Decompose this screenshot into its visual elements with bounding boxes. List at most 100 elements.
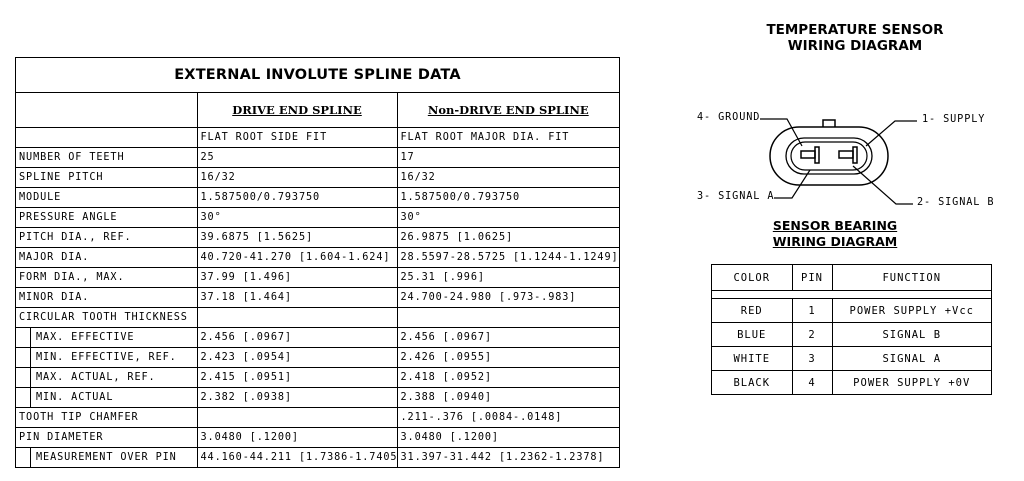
non-drive-end-value <box>396 307 619 328</box>
pin-number: 1 <box>791 298 833 323</box>
indent-marker <box>16 328 31 347</box>
spline-table-title: EXTERNAL INVOLUTE SPLINE DATA <box>16 58 619 93</box>
drive-end-value: 1.587500/0.793750 <box>196 187 398 208</box>
spline-row-label: MAJOR DIA. <box>16 247 198 268</box>
pin-function: POWER SUPPLY +Vcc <box>831 298 991 323</box>
indent-marker <box>16 388 31 407</box>
connector-icon <box>760 118 917 205</box>
bearing-header-row: COLOR PIN FUNCTION <box>712 265 991 291</box>
drive-end-value: 2.423 [.0954] <box>196 347 398 368</box>
wire-color: BLUE <box>712 322 793 347</box>
spline-row-label: MIN. EFFECTIVE, REF. <box>16 347 198 368</box>
connector-inner-ring <box>790 141 868 171</box>
pin-number: 2 <box>791 322 833 347</box>
spline-row-label-text: MIN. EFFECTIVE, REF. <box>36 352 177 363</box>
spline-row-label: CIRCULAR TOOTH THICKNESS <box>16 307 198 328</box>
spline-row-label: PIN DIAMETER <box>16 427 198 448</box>
spline-row-label-text: MAX. ACTUAL, REF. <box>36 372 156 383</box>
spline-row: MIN. ACTUAL 2.382 [.0938]2.388 [.0940] <box>16 387 619 408</box>
spline-row-label: NUMBER OF TEETH <box>16 147 198 168</box>
spline-row-label: MAX. ACTUAL, REF. <box>16 367 198 388</box>
non-drive-end-value: 2.388 [.0940] <box>396 387 619 408</box>
non-drive-end-value: 17 <box>396 147 619 168</box>
spline-row-label: MEASUREMENT OVER PIN <box>16 447 198 467</box>
spline-grid: DRIVE END SPLINE Non-DRIVE END SPLINE FL… <box>16 93 619 467</box>
spline-row-label: SPLINE PITCH <box>16 167 198 188</box>
color-header: COLOR <box>712 265 793 291</box>
pin-3-terminal <box>800 150 816 159</box>
drive-end-value: 3.0480 [.1200] <box>196 427 398 448</box>
connector-housing <box>769 126 889 186</box>
pin-header: PIN <box>791 265 833 291</box>
spline-row: PITCH DIA., REF.39.6875 [1.5625]26.9875 … <box>16 227 619 248</box>
non-drive-end-value: 2.426 [.0955] <box>396 347 619 368</box>
spline-row-label-text: MIN. ACTUAL <box>36 392 114 403</box>
header-separator <box>712 290 991 299</box>
drive-end-value: 40.720-41.270 [1.604-1.624] <box>196 247 398 268</box>
spline-header-blank <box>16 93 198 128</box>
sensor-bearing-title: SENSOR BEARING WIRING DIAGRAM <box>772 218 898 249</box>
connector-latch <box>822 119 836 127</box>
non-drive-end-value: 2.456 [.0967] <box>396 327 619 348</box>
spline-row-label: PITCH DIA., REF. <box>16 227 198 248</box>
spline-row: MAJOR DIA.40.720-41.270 [1.604-1.624]28.… <box>16 247 619 268</box>
temperature-sensor-title: TEMPERATURE SENSOR WIRING DIAGRAM <box>766 22 944 54</box>
non-drive-end-value: 31.397-31.442 [1.2362-1.2378] <box>396 447 619 467</box>
non-drive-end-value: 3.0480 [.1200] <box>396 427 619 448</box>
pin-4-terminal <box>814 146 820 164</box>
drive-end-value: 37.18 [1.464] <box>196 287 398 308</box>
spline-row-label-text: MEASUREMENT OVER PIN <box>36 452 177 463</box>
drive-end-value <box>196 307 398 328</box>
non-drive-end-header: Non-DRIVE END SPLINE <box>396 93 619 128</box>
drive-end-value: 2.382 [.0938] <box>196 387 398 408</box>
non-drive-end-value: 2.418 [.0952] <box>396 367 619 388</box>
signal-a-pin-label: 3- SIGNAL A <box>697 191 775 202</box>
spline-row-label: TOOTH TIP CHAMFER <box>16 407 198 428</box>
spline-row-label: MAX. EFFECTIVE <box>16 327 198 348</box>
non-drive-end-value: 30° <box>396 207 619 228</box>
function-header: FUNCTION <box>831 265 991 291</box>
drive-end-value: 25 <box>196 147 398 168</box>
non-drive-end-value: 16/32 <box>396 167 619 188</box>
drive-end-value: 44.160-44.211 [1.7386-1.7405] <box>196 447 398 467</box>
wire-color: WHITE <box>712 346 793 371</box>
spline-row-label: MIN. ACTUAL <box>16 387 198 408</box>
spline-header-row: DRIVE END SPLINE Non-DRIVE END SPLINE <box>16 93 619 128</box>
non-drive-end-value: FLAT ROOT MAJOR DIA. FIT <box>396 127 619 148</box>
non-drive-end-value: 28.5597-28.5725 [1.1244-1.1249] <box>396 247 619 268</box>
signal-b-leader-line <box>852 165 913 205</box>
indent-marker <box>16 348 31 367</box>
pin-1-terminal <box>852 146 858 164</box>
non-drive-end-value: .211-.376 [.0084-.0148] <box>396 407 619 428</box>
pin-2-terminal <box>838 150 854 159</box>
spline-row-label: PRESSURE ANGLE <box>16 207 198 228</box>
spline-data-table: EXTERNAL INVOLUTE SPLINE DATA DRIVE END … <box>15 57 620 468</box>
spline-row-label: MODULE <box>16 187 198 208</box>
spline-row-label: MINOR DIA. <box>16 287 198 308</box>
pin-number: 3 <box>791 346 833 371</box>
non-drive-end-value: 24.700-24.980 [.973-.983] <box>396 287 619 308</box>
indent-marker <box>16 368 31 387</box>
drive-end-value: 2.456 [.0967] <box>196 327 398 348</box>
pin-function: SIGNAL B <box>831 322 991 347</box>
wire-color: BLACK <box>712 370 793 394</box>
spline-row-label: FORM DIA., MAX. <box>16 267 198 288</box>
indent-marker <box>16 448 31 467</box>
wire-color: RED <box>712 298 793 323</box>
drive-end-value: 2.415 [.0951] <box>196 367 398 388</box>
signal-b-pin-label: 2- SIGNAL B <box>917 197 995 208</box>
ground-pin-label: 4- GROUND <box>697 112 761 123</box>
spline-row: TOOTH TIP CHAMFER .211-.376 [.0084-.0148] <box>16 407 619 428</box>
supply-pin-label: 1- SUPPLY <box>922 114 986 125</box>
non-drive-end-value: 25.31 [.996] <box>396 267 619 288</box>
